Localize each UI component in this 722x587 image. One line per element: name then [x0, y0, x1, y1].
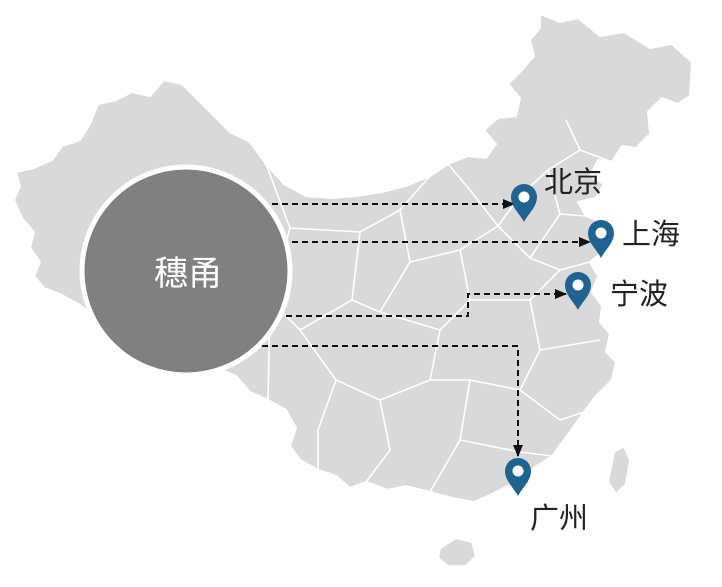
city-markers: 北京 上海 宁波 广州 — [505, 165, 680, 535]
city-label-shanghai: 上海 — [622, 217, 680, 251]
route-to-ningbo — [286, 289, 567, 317]
hub-node: 穗甬 — [79, 164, 293, 378]
city-label-beijing: 北京 — [544, 165, 602, 199]
hub-label: 穗甬 — [154, 254, 222, 294]
city-label-ningbo: 宁波 — [610, 277, 668, 311]
taiwan-island — [606, 444, 632, 496]
china-map — [13, 13, 693, 567]
hainan-island — [436, 536, 478, 567]
city-label-guangzhou: 广州 — [530, 501, 588, 535]
route-lines — [262, 199, 591, 457]
china-landmass — [13, 13, 693, 503]
map-pin-icon — [505, 458, 531, 496]
route-to-guangzhou — [262, 345, 523, 457]
hub-circle — [79, 164, 293, 378]
